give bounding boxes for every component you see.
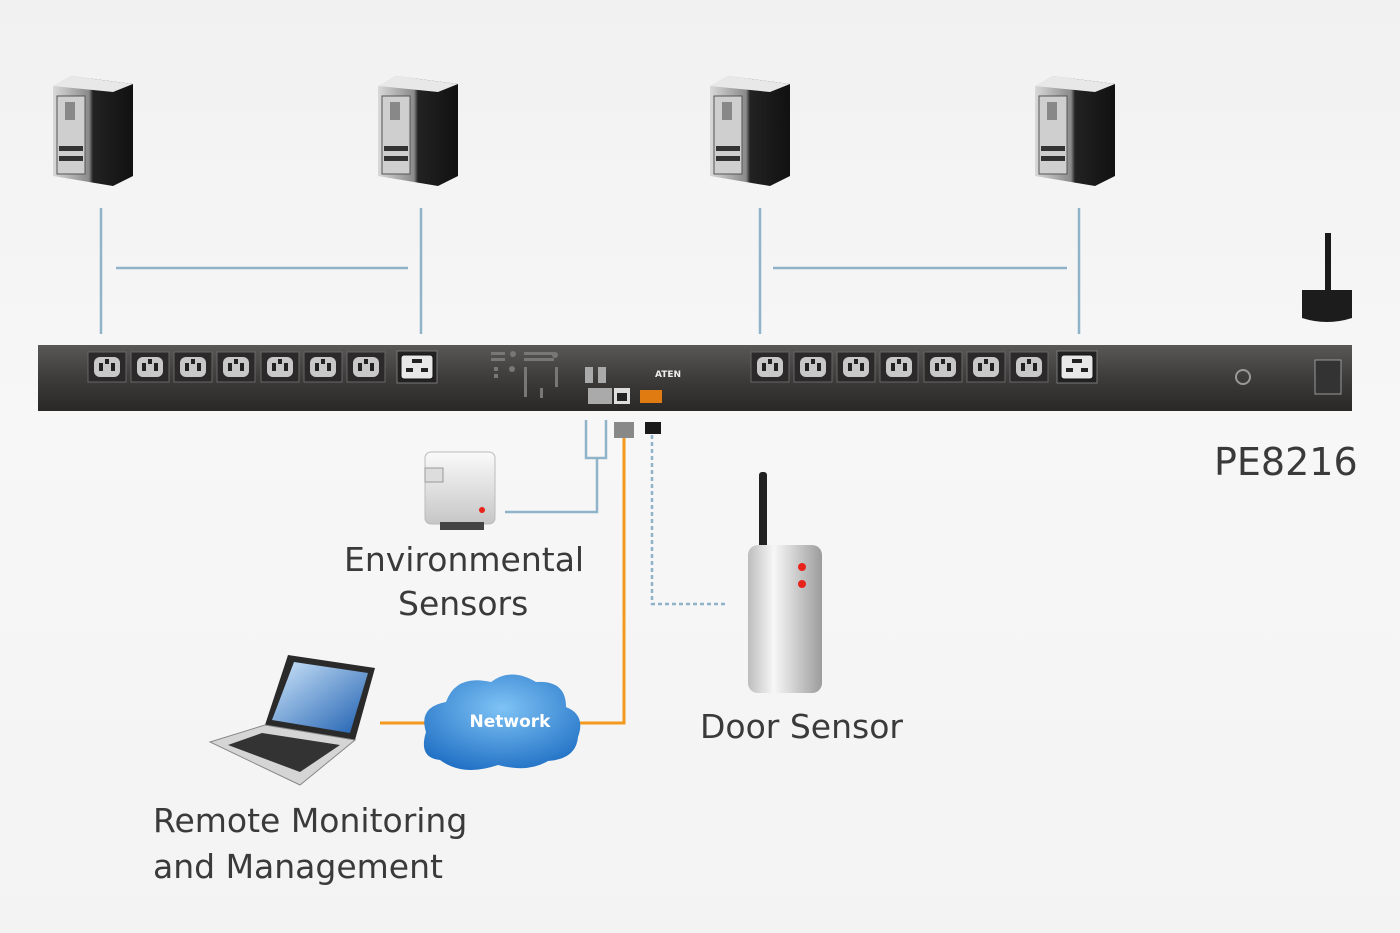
pdu-device: ATEN bbox=[38, 345, 1352, 411]
outlet-bank-2 bbox=[750, 350, 1098, 384]
sensor-links bbox=[505, 420, 728, 606]
outlet-bank-1 bbox=[87, 350, 438, 384]
pdu-control-panel bbox=[491, 351, 662, 404]
remote-monitoring-label-line2: and Management bbox=[153, 847, 443, 886]
server-icon bbox=[709, 75, 791, 187]
power-inlet-icon bbox=[1314, 359, 1342, 395]
server-icon bbox=[52, 75, 134, 187]
laptop-icon bbox=[208, 655, 375, 786]
server-icon bbox=[1034, 75, 1116, 187]
door-sensor-label: Door Sensor bbox=[700, 707, 903, 746]
power-plug-icon bbox=[1302, 233, 1352, 322]
network-label: Network bbox=[470, 712, 552, 732]
remote-monitoring-label-line1: Remote Monitoring bbox=[153, 801, 468, 840]
aten-logo: ATEN bbox=[655, 370, 681, 380]
environmental-sensor-icon bbox=[424, 451, 496, 530]
device-model-label: PE8216 bbox=[1214, 440, 1358, 484]
environmental-sensors-label-line2: Sensors bbox=[398, 584, 529, 623]
power-links bbox=[99, 208, 1081, 334]
network-cloud-icon: Network bbox=[423, 674, 581, 770]
server-icon bbox=[377, 75, 459, 187]
door-sensor-icon bbox=[748, 472, 822, 693]
environmental-sensors-label-line1: Environmental bbox=[344, 540, 585, 579]
network-link bbox=[380, 438, 626, 725]
power-button-icon bbox=[1235, 369, 1251, 385]
